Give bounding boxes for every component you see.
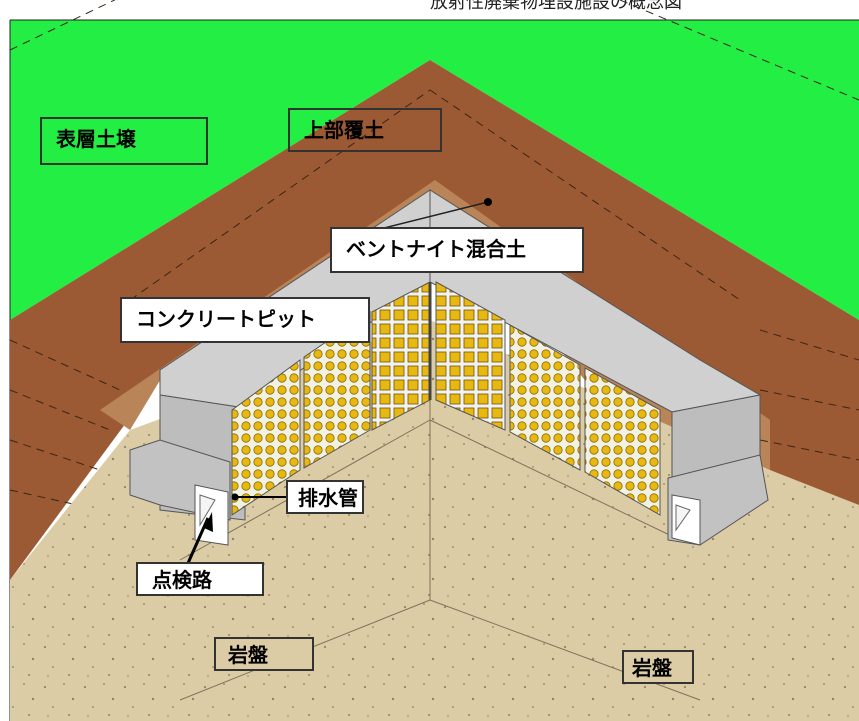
label-bedrock-right: 岩盤 bbox=[622, 650, 694, 684]
label-inspection-path: 点検路 bbox=[136, 562, 264, 596]
label-surface-soil: 表層土壌 bbox=[40, 117, 208, 165]
upper-cover-region bbox=[10, 60, 859, 600]
label-bentonite: ベントナイト混合土 bbox=[330, 227, 584, 273]
label-concrete-pit: コンクリートピット bbox=[120, 297, 370, 343]
label-drain-pipe: 排水管 bbox=[286, 480, 364, 514]
label-bedrock-left: 岩盤 bbox=[214, 637, 314, 671]
label-upper-cover: 上部覆土 bbox=[288, 108, 442, 152]
surface-soil-region bbox=[10, 20, 859, 320]
diagram-caption: 放射性廃棄物埋設施設の概念図 bbox=[430, 0, 682, 13]
